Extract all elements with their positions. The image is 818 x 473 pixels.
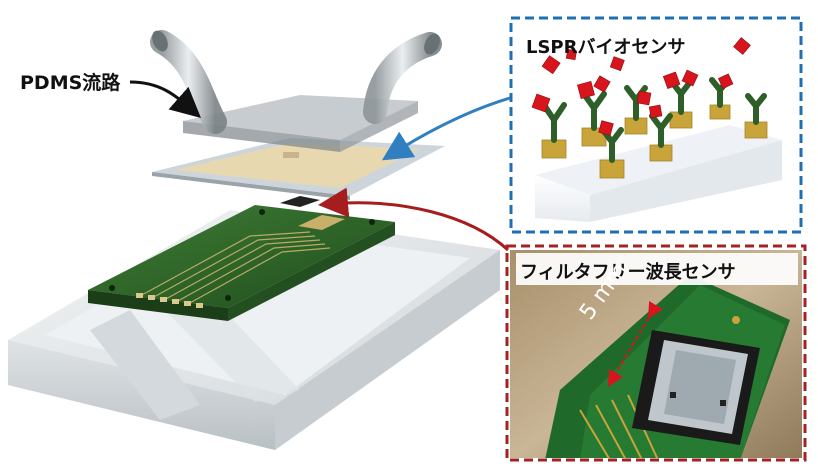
pdms-channel xyxy=(150,30,442,152)
lspr-biosensor-label: LSPRバイオセンサ xyxy=(526,37,686,58)
pdms-pointer-arrow xyxy=(129,80,201,118)
pcb-board xyxy=(88,196,395,321)
lspr-sensor-chip xyxy=(152,138,445,200)
filter-free-sensor-label: フィルタフリー波長センサ xyxy=(520,262,736,283)
red-pointer-arrow xyxy=(318,187,510,252)
lspr-illustration xyxy=(531,37,782,222)
scale-bar xyxy=(607,301,663,387)
pdms-channel-label: PDMS流路 xyxy=(20,72,121,94)
blue-pointer-arrow xyxy=(381,96,511,161)
